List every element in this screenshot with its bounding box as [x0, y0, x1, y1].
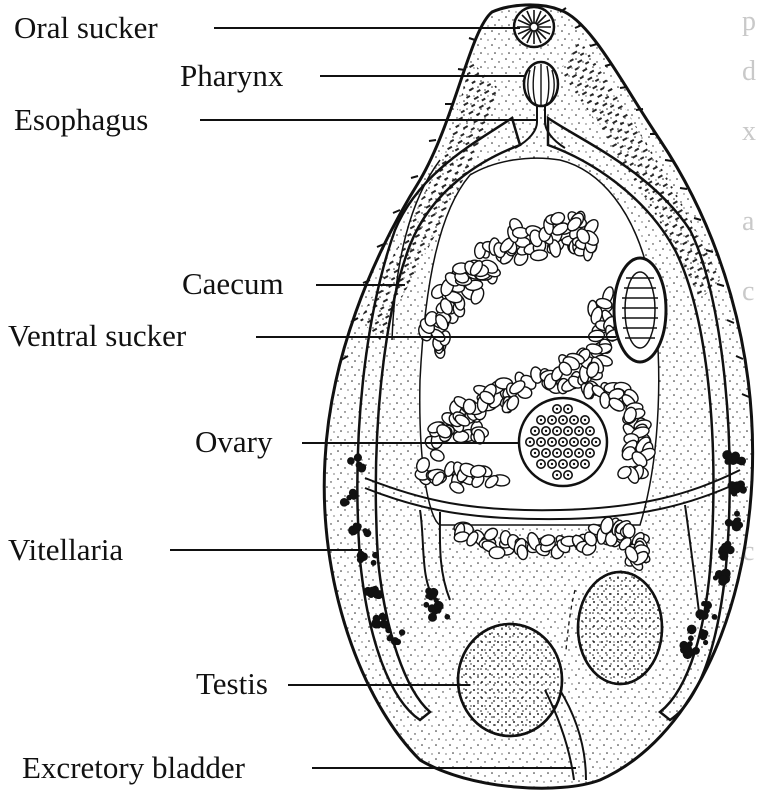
egg	[623, 523, 636, 538]
vitelline-follicle	[712, 614, 718, 620]
vitelline-follicle	[399, 629, 405, 635]
ovary-cell-nucleus	[545, 430, 547, 432]
vitelline-follicle	[351, 493, 358, 500]
label-vitellaria: Vitellaria	[8, 534, 123, 565]
ovary-cell-nucleus	[529, 441, 531, 443]
vitelline-follicle	[719, 552, 728, 561]
ovary-cell-nucleus	[567, 474, 569, 476]
ovary-cell-nucleus	[556, 452, 558, 454]
vitelline-follicle	[354, 454, 362, 462]
vitelline-follicle	[373, 590, 382, 599]
vitelline-follicle	[428, 613, 437, 622]
vitelline-follicle	[371, 560, 377, 566]
label-excretory-bladder: Excretory bladder	[22, 752, 245, 783]
ovary-cell-nucleus	[540, 463, 542, 465]
vitelline-follicle	[683, 644, 692, 653]
vitelline-follicle	[737, 457, 746, 466]
vitelline-follicle	[353, 523, 359, 529]
ovary-cell-nucleus	[595, 441, 597, 443]
vitelline-follicle	[379, 613, 386, 620]
vitelline-follicle	[713, 575, 718, 580]
ventral-sucker	[614, 258, 666, 362]
vitelline-follicle	[340, 498, 349, 507]
vitelline-follicle	[430, 593, 436, 599]
vitelline-follicle	[395, 639, 401, 645]
vitelline-follicle	[687, 625, 697, 635]
label-oral-sucker: Oral sucker	[14, 12, 158, 43]
svg-text:d: d	[742, 56, 756, 87]
vitelline-follicle	[703, 640, 708, 645]
vitelline-follicle	[445, 614, 451, 620]
ovary-cell-nucleus	[584, 441, 586, 443]
ovary-cell-nucleus	[573, 441, 575, 443]
label-ventral-sucker: Ventral sucker	[8, 320, 186, 351]
ovary-cell-nucleus	[589, 430, 591, 432]
label-testis: Testis	[196, 668, 268, 699]
ovary-cell-nucleus	[551, 441, 553, 443]
ovary-cell-nucleus	[584, 463, 586, 465]
ovary-cell-nucleus	[540, 441, 542, 443]
testis-anterior	[578, 572, 662, 684]
vitelline-follicle	[730, 489, 736, 495]
vitelline-follicle	[357, 551, 365, 559]
vitelline-follicle	[706, 601, 711, 606]
ovary-cell-nucleus	[562, 419, 564, 421]
vitelline-follicle	[724, 541, 731, 548]
ovary-cell-nucleus	[551, 419, 553, 421]
label-pharynx: Pharynx	[180, 60, 283, 91]
ovary-cell-nucleus	[567, 408, 569, 410]
vitelline-follicle	[364, 529, 372, 537]
vitelline-follicle	[388, 634, 393, 639]
vitelline-follicle	[700, 611, 709, 620]
vitelline-follicle	[734, 511, 740, 517]
testis-posterior	[458, 624, 562, 736]
ovary-cell-nucleus	[584, 419, 586, 421]
svg-text:p: p	[742, 6, 756, 37]
ovary-cell-nucleus	[567, 430, 569, 432]
ovary-cell-nucleus	[562, 441, 564, 443]
vitelline-follicle	[358, 464, 366, 472]
ovary-cell-nucleus	[578, 452, 580, 454]
ovary-cell-nucleus	[534, 452, 536, 454]
vitelline-follicle	[348, 459, 353, 464]
ovary-cell-nucleus	[573, 419, 575, 421]
ovary-cell-nucleus	[589, 452, 591, 454]
vitelline-follicle	[385, 625, 391, 631]
label-caecum: Caecum	[182, 268, 284, 299]
pharynx	[524, 62, 558, 106]
vitelline-follicle	[700, 629, 706, 635]
ovary-cell-nucleus	[556, 474, 558, 476]
svg-text:x: x	[742, 116, 756, 147]
ovary-cell-nucleus	[556, 430, 558, 432]
vitelline-follicle	[372, 552, 378, 558]
vitelline-follicle	[425, 594, 430, 599]
svg-text:c: c	[742, 276, 754, 307]
egg	[489, 547, 505, 559]
vitelline-follicle	[731, 520, 739, 528]
ovary-cell-nucleus	[573, 463, 575, 465]
ovary-cell-nucleus	[567, 452, 569, 454]
vitelline-follicle	[371, 619, 381, 629]
label-ovary: Ovary	[195, 426, 272, 457]
vitelline-follicle	[434, 605, 439, 610]
ovary-cell-nucleus	[545, 452, 547, 454]
label-esophagus: Esophagus	[14, 104, 148, 135]
vitelline-follicle	[688, 635, 694, 641]
ovary-cell-nucleus	[562, 463, 564, 465]
vitelline-follicle	[719, 575, 728, 584]
ovary-cell-nucleus	[551, 463, 553, 465]
vitelline-follicle	[722, 450, 732, 460]
ovary	[519, 398, 607, 486]
ovary-cell-nucleus	[534, 430, 536, 432]
svg-text:a: a	[742, 206, 755, 237]
ovary-cell-nucleus	[540, 419, 542, 421]
ovary-cell-nucleus	[578, 430, 580, 432]
vitelline-follicle	[739, 486, 747, 494]
ovary-cell-nucleus	[556, 408, 558, 410]
